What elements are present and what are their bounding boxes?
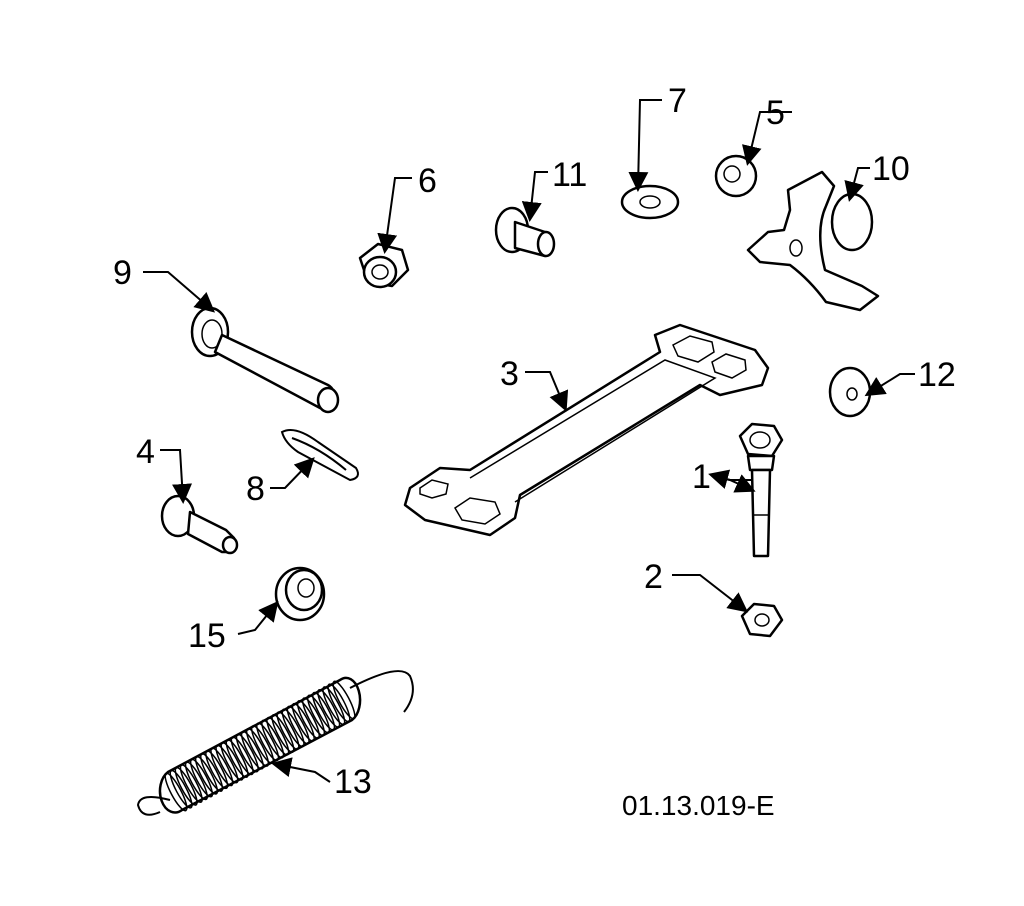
callout-5: 5: [766, 94, 785, 132]
spring-coil: [322, 686, 346, 726]
spring-coil: [230, 736, 254, 776]
spring-coil: [296, 700, 320, 739]
part-11-carriage-bolt: [494, 206, 556, 258]
spring-coil: [215, 744, 239, 784]
spring-coil: [184, 761, 208, 801]
callout-13: 13: [334, 763, 372, 801]
spring-coil: [306, 694, 331, 734]
spring-coil: [291, 702, 315, 742]
part-2-lock-nut: [740, 602, 784, 638]
spring-coil: [225, 739, 249, 778]
part-3-wrench-plate: [403, 323, 770, 537]
callout-4: 4: [136, 433, 155, 471]
spring-coil: [210, 747, 234, 787]
spring-coil: [205, 750, 229, 790]
spring-coil: [164, 772, 188, 812]
part-9-clevis-pin: [190, 306, 340, 414]
spring-coil: [179, 764, 203, 804]
callout-11: 11: [552, 156, 587, 194]
callout-2: 2: [644, 558, 663, 596]
spring-coil: [312, 691, 336, 731]
part-7-washer: [620, 184, 680, 220]
callout-7: 7: [668, 82, 687, 120]
callout-labels: 1 2 3 4 5 6 7 8 9 10 11 12 13 15: [113, 82, 956, 801]
part-6-lock-nut: [358, 242, 410, 289]
spring-coil: [271, 714, 295, 753]
spring-coil: [194, 755, 219, 795]
leader-lines: [143, 99, 915, 783]
part-12-flange-nut: [828, 366, 872, 418]
callout-12: 12: [918, 356, 956, 394]
part-8-hairpin-clip: [280, 429, 359, 482]
spring-coil: [327, 683, 351, 723]
callout-6: 6: [418, 162, 437, 200]
spring-coil: [332, 680, 356, 720]
spring-coil: [169, 769, 193, 809]
spring-coil: [189, 758, 214, 798]
spring-coil: [301, 697, 326, 737]
part-4-shoulder-bolt: [160, 494, 239, 555]
spring-coil: [240, 730, 264, 770]
callout-1: 1: [692, 458, 711, 496]
callout-3: 3: [500, 355, 519, 393]
spring-coil: [286, 705, 310, 745]
part-15-spacer: [274, 566, 326, 622]
spring-coil: [200, 753, 224, 792]
drawing-code: 01.13.019-E: [622, 790, 775, 821]
spring-coil: [245, 727, 270, 767]
callout-9: 9: [113, 254, 132, 292]
spring-coil: [220, 741, 244, 781]
part-10-star-knob: [746, 170, 880, 312]
callout-8: 8: [246, 470, 265, 508]
spring-coil: [235, 733, 259, 773]
callout-15: 15: [188, 617, 226, 655]
part-1-hex-bolt: [738, 422, 784, 558]
spring-coil: [266, 716, 290, 756]
part-5-nut: [714, 154, 758, 198]
spring-coil: [276, 711, 300, 751]
spring-coil: [281, 708, 305, 748]
spring-coil: [174, 766, 198, 806]
callout-10: 10: [872, 150, 910, 188]
spring-coil: [317, 688, 341, 728]
